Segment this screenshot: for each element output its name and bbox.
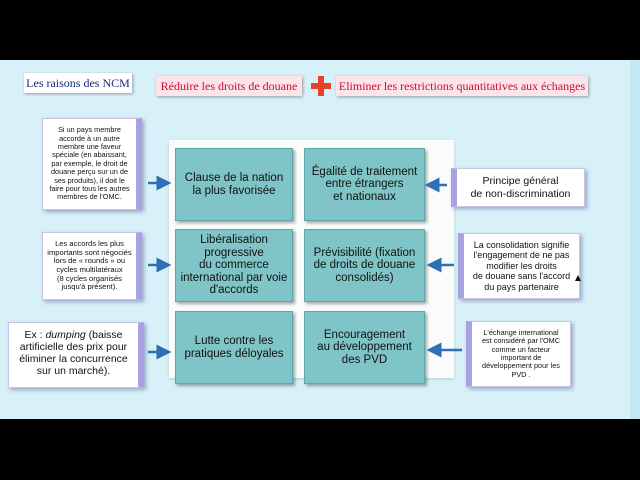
note-rounds: Les accords les plus importants sont nég…	[42, 232, 142, 300]
slide: Les raisons des NCM Réduire les droits d…	[0, 60, 640, 419]
cell-lutte-deloyales: Lutte contre les pratiques déloyales	[175, 311, 293, 384]
note-consolidation: La consolidation signifie l'engagement d…	[458, 233, 580, 299]
cell-egalite-traitement: Égalité de traitement entre étrangers et…	[304, 148, 425, 221]
note-pvd: L'échange international est considéré pa…	[466, 321, 571, 387]
mouse-cursor-icon	[575, 275, 581, 281]
plus-icon	[311, 76, 331, 96]
cell-liberalisation: Libéralisation progressive du commerce i…	[175, 229, 293, 302]
note-nation-favorisee: Si un pays membre accorde à un autre mem…	[42, 118, 142, 210]
note-dumping: Ex : dumping (baisse artificielle des pr…	[8, 322, 144, 388]
note-non-discrimination: Principe général de non-discrimination	[451, 168, 585, 207]
pill-reduce-duties: Réduire les droits de douane	[156, 76, 302, 96]
cell-previsibilite: Prévisibilité (fixation de droits de dou…	[304, 229, 425, 302]
note-dumping-text: (baisse artificielle des prix pour élimi…	[19, 329, 128, 378]
note-dumping-prefix: Ex :	[24, 329, 46, 341]
slide-edge	[630, 60, 640, 419]
note-dumping-term: dumping	[45, 329, 86, 341]
cell-encouragement-pvd: Encouragement au développement des PVD	[304, 311, 425, 384]
pill-eliminate-restrictions: Eliminer les restrictions quantitatives …	[336, 76, 588, 96]
cell-nation-favorisee: Clause de la nation la plus favorisée	[175, 148, 293, 221]
slide-title: Les raisons des NCM	[24, 73, 132, 93]
